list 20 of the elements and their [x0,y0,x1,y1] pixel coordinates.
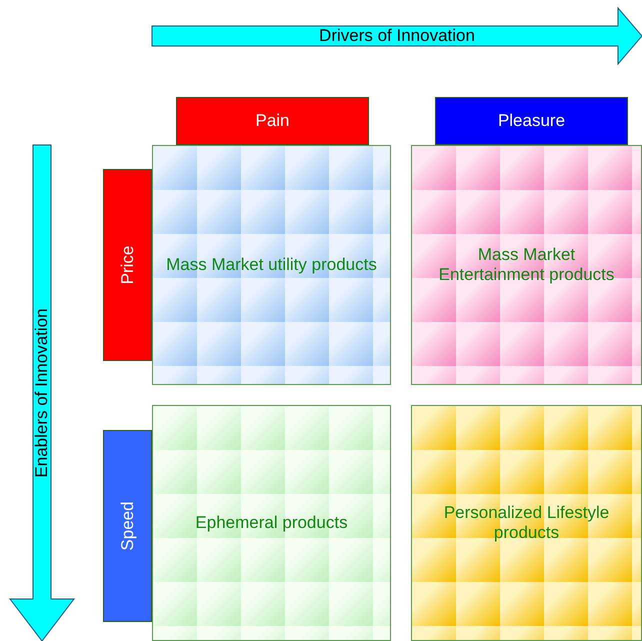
label-text: Mass Market Entertainment products [438,245,616,285]
label-text: Ephemeral products [194,513,349,533]
quadrant-box [411,145,642,385]
label-text: Enablers of Innovation [32,308,52,478]
label-text: Drivers of Innovation [319,26,475,46]
label-text: Mass Market utility products [165,255,378,275]
header-box [103,430,152,622]
direction-arrow [10,145,74,641]
label-text: Personalized Lifestyle products [442,503,610,543]
quadrant-box [152,145,391,385]
header-box [176,97,369,145]
quadrant-box [152,405,391,641]
header-box [435,97,628,145]
label-text: Speed [118,501,138,551]
quadrant-box [411,405,642,641]
label-text: Pain [255,111,290,131]
direction-arrow [152,8,642,64]
label-text: Pleasure [498,111,566,131]
label-text: Price [118,246,138,284]
header-box [103,169,152,361]
